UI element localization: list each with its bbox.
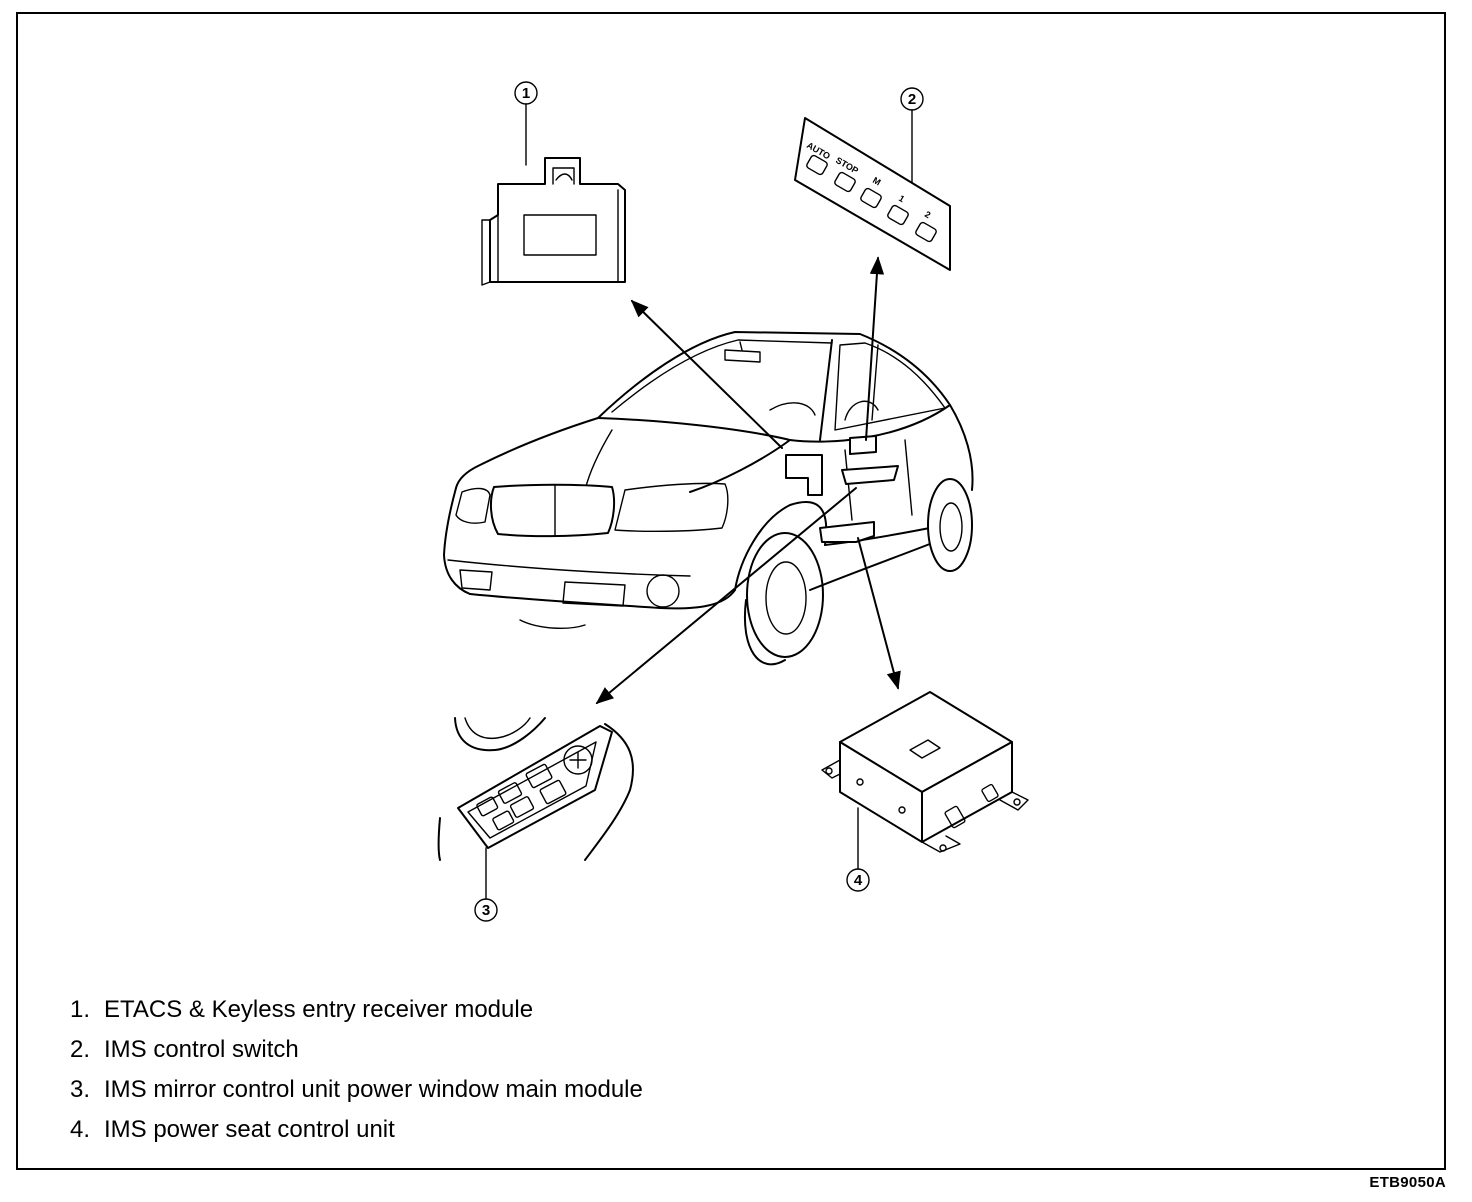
callout-1: 1: [514, 81, 538, 166]
svg-text:1: 1: [897, 193, 906, 204]
callout-4: 4: [846, 807, 870, 892]
svg-text:2: 2: [923, 209, 932, 220]
switch-button-2: 2: [915, 209, 937, 243]
ims-switch-location: [849, 435, 877, 455]
svg-text:2: 2: [908, 91, 916, 108]
legend-item-1: 1.ETACS & Keyless entry receiver module: [70, 996, 534, 1023]
seat-unit-location: [819, 521, 875, 543]
figure-code: ETB9050A: [1369, 1174, 1446, 1191]
power-window-main-module: [437, 717, 634, 861]
legend-item-3: 3.IMS mirror control unit power window m…: [70, 1076, 643, 1103]
leader-arrows: [595, 256, 901, 705]
svg-text:3: 3: [482, 902, 490, 919]
switch-button-1: 1: [887, 193, 909, 226]
legend-item-4: 4.IMS power seat control unit: [70, 1116, 395, 1143]
etacs-keyless-receiver-module: [481, 157, 626, 286]
legend-item-2: 2.IMS control switch: [70, 1036, 299, 1063]
ims-control-switch: AUTO STOP M 1 2: [794, 117, 951, 271]
svg-text:M: M: [871, 175, 882, 187]
figure-frame: [16, 12, 1446, 1170]
svg-text:1: 1: [522, 85, 530, 102]
callout-3: 3: [474, 847, 498, 922]
power-seat-control-unit: [821, 691, 1029, 853]
callout-2: 2: [900, 87, 924, 183]
component-legend: 1.ETACS & Keyless entry receiver module …: [70, 990, 643, 1150]
car-illustration: [443, 331, 974, 666]
svg-text:4: 4: [854, 872, 863, 889]
switch-button-m: M: [860, 175, 882, 209]
etacs-module-location: [785, 454, 823, 496]
window-module-location: [841, 465, 899, 485]
